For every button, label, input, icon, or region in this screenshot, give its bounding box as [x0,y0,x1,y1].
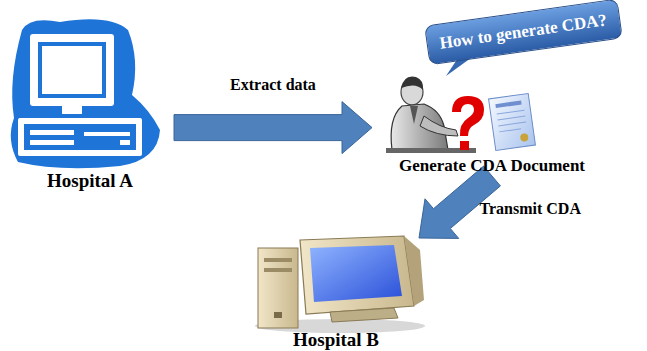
speech-bubble: How to generate CDA? [424,0,622,65]
question-mark [452,96,484,150]
bubble-text: How to generate CDA? [425,0,621,64]
node-label: Hospital A [8,170,172,192]
node-label: Hospital B [245,329,427,351]
node-label: Generate CDA Document [376,156,608,176]
process-node: Generate CDA Document [376,60,608,176]
computer-icon-a [11,19,160,168]
arrow-label: Transmit CDA [480,200,581,218]
hospital-node: Hospital A [8,8,172,192]
computer-icon-b [255,236,425,333]
document-icon [489,93,536,150]
hospital-node: Hospital B [245,228,427,351]
block-arrow [174,102,372,154]
arrow-label: Extract data [230,76,316,94]
person-figure [386,76,476,153]
